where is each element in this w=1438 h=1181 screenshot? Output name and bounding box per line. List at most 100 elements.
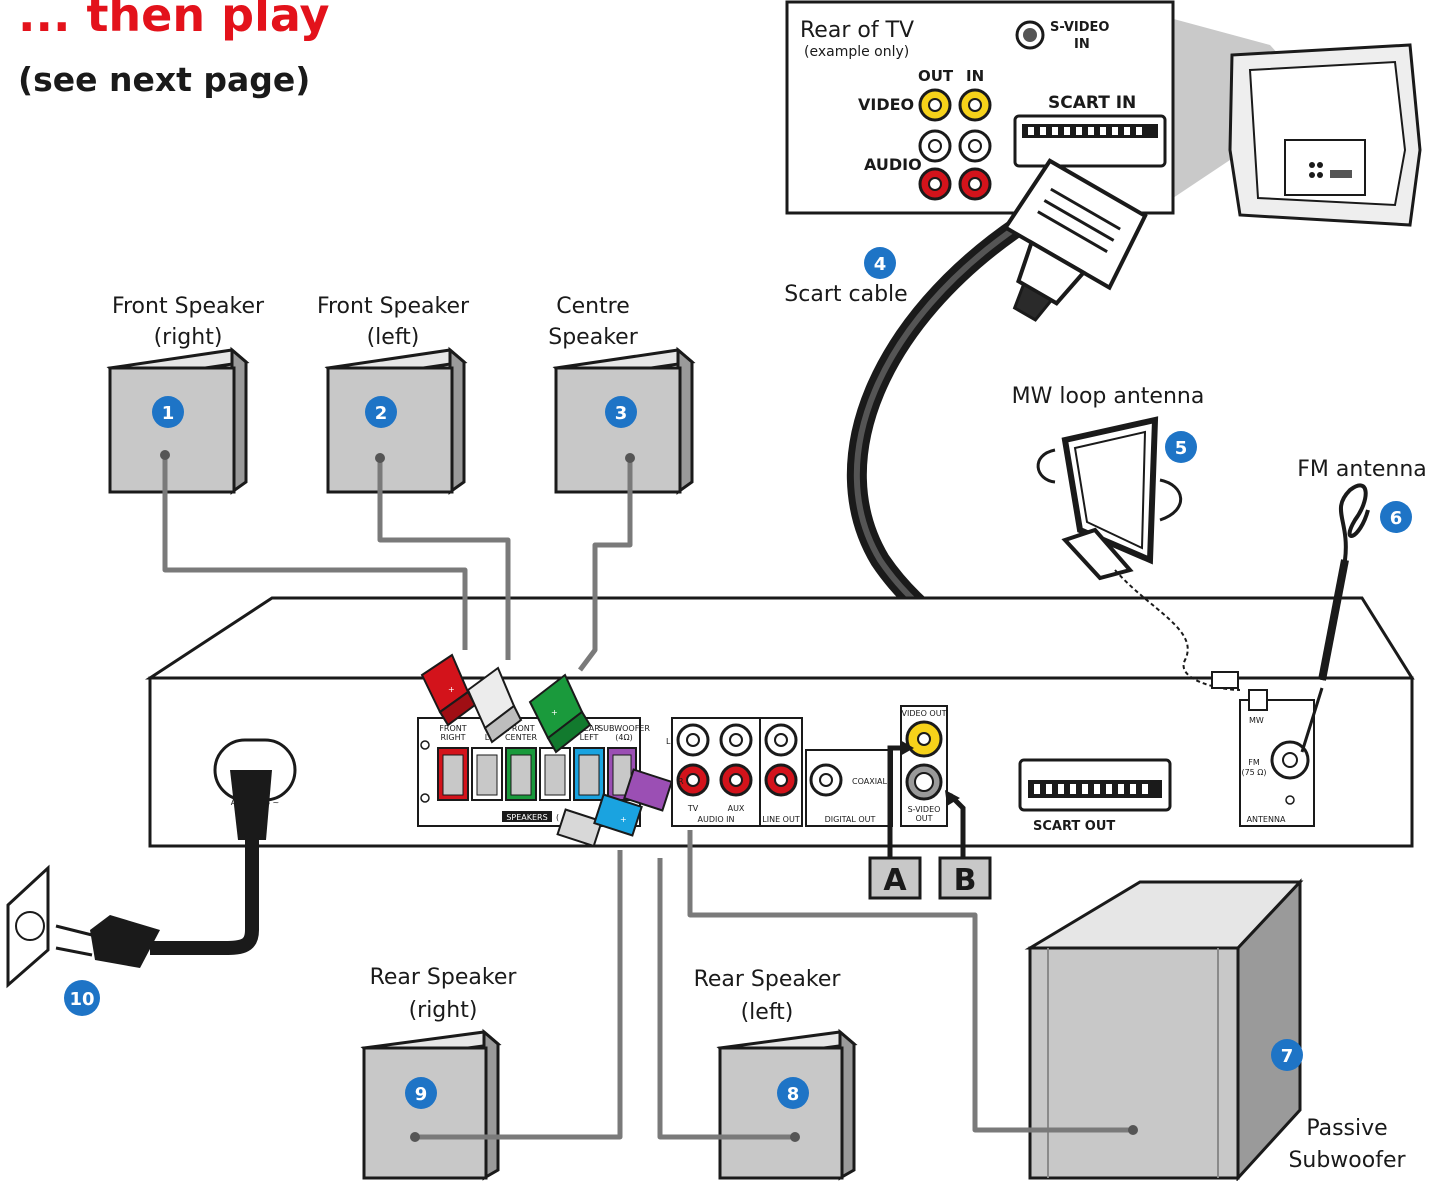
badge-8: 8: [777, 1077, 809, 1109]
tv-audio-white-out-jack: [918, 129, 952, 163]
connection-a-pointer: A: [868, 740, 922, 900]
badge-3-text: 3: [615, 403, 628, 424]
badge-10-text: 10: [69, 989, 94, 1010]
tv-video-in-jack: [958, 88, 992, 122]
speaker-wires: [162, 455, 1133, 1140]
tv-scart-in-socket: [1013, 114, 1167, 168]
connection-b-pointer: B: [938, 790, 992, 900]
rear-left-plug: +: [593, 793, 643, 837]
wall-socket: [6, 864, 93, 989]
tv-audio-red-in-jack: [958, 167, 992, 201]
tv-audio-label: AUDIO: [864, 155, 922, 174]
wire-centre: [578, 458, 633, 672]
wire-ends: [160, 450, 1138, 1142]
svg-text:+: +: [551, 708, 558, 717]
badge-10: 10: [64, 980, 100, 1016]
wire-rear-left: [657, 858, 795, 1140]
badge-1: 1: [152, 396, 184, 428]
tv-out-label: OUT: [918, 67, 954, 85]
badge-8-text: 8: [787, 1084, 800, 1105]
centre-plug: +: [528, 673, 592, 754]
subwoofer-terminal-label-2: (4Ω): [615, 733, 632, 742]
front-left-terminal-label-2: L: [485, 733, 490, 742]
badge-7-text: 7: [1281, 1046, 1294, 1067]
rear-left-label: Rear Speaker: [694, 967, 842, 992]
coaxial-label: COAXIAL: [852, 777, 888, 786]
fm-antenna-jack: [1270, 740, 1310, 780]
antenna-panel: MW FM (75 Ω) ANTENNA: [1239, 689, 1315, 827]
power-cord: [90, 770, 272, 968]
tv-audio-r-jack: [676, 763, 710, 797]
subwoofer-plug: [623, 768, 673, 812]
line-out-label: LINE OUT: [762, 815, 800, 824]
page-heading: ... then play: [18, 0, 330, 42]
rear-right-plug: [556, 808, 604, 848]
badge-2: 2: [365, 396, 397, 428]
page-subheading: (see next page): [18, 60, 311, 99]
rear-left-terminal-label-2: LEFT: [580, 733, 599, 742]
badge-6: 6: [1380, 501, 1412, 533]
video-out-jack: [905, 720, 943, 758]
wire-subwoofer: [687, 830, 1133, 1133]
video-out-panel: VIDEO OUT S-VIDEO OUT: [900, 705, 948, 827]
mw-socket-label: MW: [1249, 716, 1264, 725]
front-left-label-2: (left): [367, 325, 420, 350]
aux-audio-l-jack: [719, 723, 753, 757]
svg-text:+: +: [448, 685, 455, 694]
tv-svideo-in-label-2: IN: [1074, 37, 1090, 52]
rear-right-speaker: [360, 1028, 502, 1181]
badge-6-text: 6: [1390, 508, 1403, 529]
front-right-terminal-label: FRONT: [439, 724, 466, 733]
badge-7: 7: [1271, 1039, 1303, 1071]
aux-input-label: AUX: [728, 804, 745, 813]
subwoofer: [1024, 878, 1304, 1181]
subwoofer-label-2: Subwoofer: [1288, 1148, 1406, 1173]
front-left-plug: [466, 666, 523, 744]
tv-video-label: VIDEO: [858, 95, 914, 114]
tv-title: Rear of TV: [800, 18, 914, 43]
front-right-plug: +: [420, 653, 477, 727]
front-right-label-2: (right): [154, 325, 223, 350]
rear-right-label-2: (right): [409, 998, 478, 1023]
svg-text:+: +: [620, 815, 627, 824]
mw-antenna-label: MW loop antenna: [1012, 384, 1205, 409]
digital-out-label: DIGITAL OUT: [825, 815, 876, 824]
fm-antenna-label: FM antenna: [1297, 457, 1427, 482]
centre-speaker: [552, 346, 696, 495]
svideo-out-jack: [905, 763, 943, 801]
coaxial-jack: [809, 763, 843, 797]
fm-socket-label: FM: [1248, 758, 1260, 767]
video-out-label: VIDEO OUT: [902, 709, 947, 718]
tv-scart-in-label: SCART IN: [1048, 93, 1136, 113]
fm-socket-label-2: (75 Ω): [1241, 768, 1266, 777]
right-channel-label: R: [678, 777, 684, 786]
line-out-l-jack: [764, 723, 798, 757]
rear-left-speaker: [716, 1028, 858, 1181]
subwoofer-terminal-label: SUBWOOFER: [598, 724, 650, 733]
badge-5-text: 5: [1175, 438, 1188, 459]
left-channel-label: L: [666, 737, 671, 746]
front-right-label: Front Speaker: [112, 294, 265, 319]
aux-audio-r-jack: [719, 763, 753, 797]
centre-label-2: Speaker: [548, 325, 638, 350]
tv-audio-white-in-jack: [958, 129, 992, 163]
badge-5: 5: [1165, 431, 1197, 463]
tv-svideo-in-label: S-VIDEO: [1050, 20, 1109, 35]
wire-rear-right: [415, 850, 623, 1140]
tv-input-label: TV: [687, 804, 699, 813]
front-right-speaker: [106, 346, 250, 495]
antenna-label: ANTENNA: [1247, 815, 1286, 824]
fm-wire-antenna: [1300, 483, 1370, 753]
svideo-out-label-2: OUT: [915, 814, 932, 823]
audio-in-label: AUDIO IN: [697, 815, 734, 824]
front-left-speaker: [324, 346, 468, 495]
scart-out-label: SCART OUT: [1033, 819, 1115, 834]
front-center-terminal-label-2: CENTER: [505, 733, 538, 742]
rear-right-label: Rear Speaker: [370, 965, 518, 990]
tv-subtitle: (example only): [804, 44, 909, 60]
badge-9-text: 9: [415, 1084, 428, 1105]
tv-set-icon: [1228, 43, 1422, 227]
tv-video-out-jack: [918, 88, 952, 122]
badge-3: 3: [605, 396, 637, 428]
